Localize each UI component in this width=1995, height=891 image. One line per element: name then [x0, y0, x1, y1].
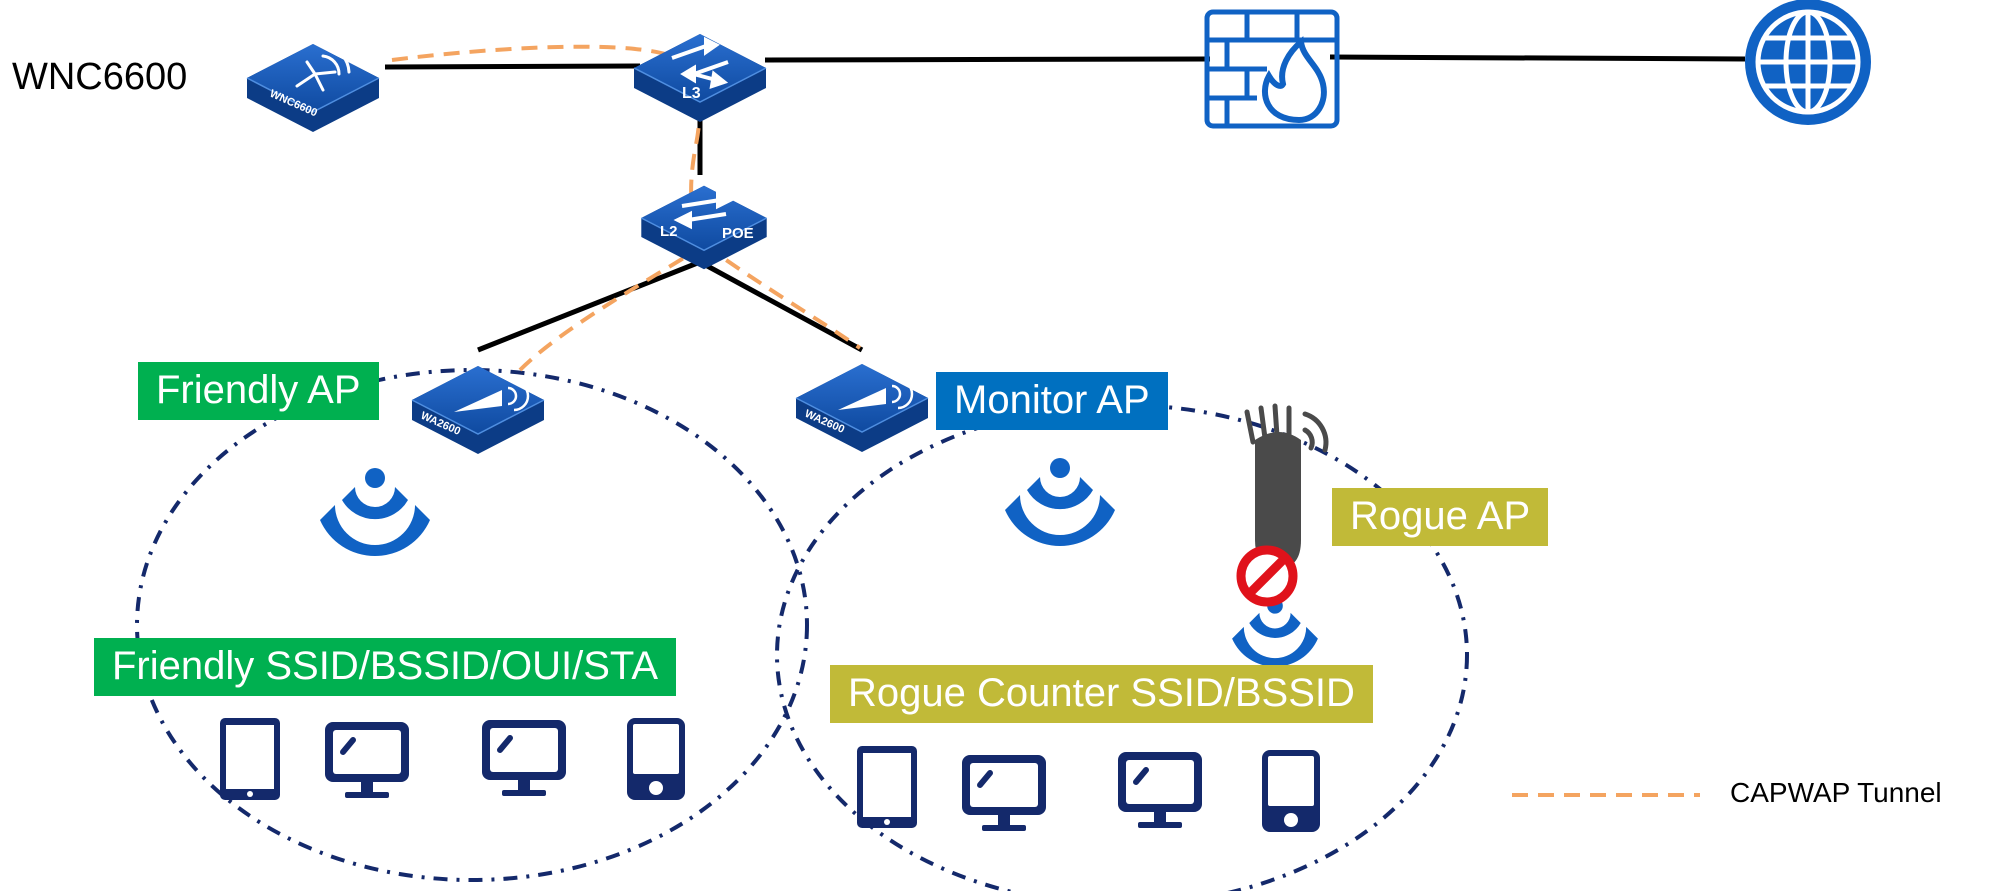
l2-poe-switch-icon: L2 POE	[640, 184, 768, 271]
wifi-signal-icon	[320, 468, 430, 557]
rogue-router-icon	[1244, 403, 1329, 568]
poe-switch-badge-left: L2	[660, 223, 678, 240]
controller-label: WNC6600	[12, 56, 188, 98]
poe-switch-badge-right: POE	[722, 225, 754, 242]
capwap-tunnel-monitor-ap	[703, 243, 862, 350]
l3-switch-icon: L3	[633, 33, 767, 123]
tablet-icon	[220, 718, 280, 800]
monitor-ap-label: Monitor AP	[936, 372, 1168, 430]
legend-capwap-label: CAPWAP Tunnel	[1730, 777, 1942, 808]
monitor-icon	[1118, 752, 1202, 828]
internet-globe-icon	[1745, 0, 1871, 125]
capwap-tunnels	[391, 44, 862, 372]
friendly-coverage-area	[135, 368, 809, 882]
monitor-icon	[482, 720, 566, 796]
friendly-list-label: Friendly SSID/BSSID/OUI/STA	[94, 638, 677, 696]
firewall-internet-link	[1329, 54, 1746, 62]
wifi-signal-icon	[1005, 458, 1115, 547]
smartphone-icon	[1262, 750, 1320, 832]
core-switch-badge: L3	[682, 85, 701, 102]
monitor-icon	[962, 755, 1046, 831]
wireless-controller-icon: WNC6600	[246, 43, 380, 133]
access-point-icon: WA2600	[795, 363, 929, 453]
poe-monitor-ap-link	[698, 259, 864, 353]
block-icon	[1236, 545, 1298, 607]
smartphone-icon	[627, 718, 685, 800]
capwap-tunnel-friendly-ap	[518, 243, 707, 372]
firewall-icon	[1204, 9, 1340, 129]
core-firewall-link	[764, 56, 1211, 63]
access-point-icon: WA2600	[411, 365, 545, 455]
controller-link	[384, 63, 641, 70]
tablet-icon	[857, 746, 917, 828]
rogue-counter-label: Rogue Counter SSID/BSSID	[830, 665, 1373, 723]
wifi-signal-icon	[1232, 598, 1318, 667]
poe-friendly-ap-link	[477, 259, 701, 353]
wired-links	[384, 54, 1746, 353]
monitor-icon	[325, 722, 409, 798]
friendly-ap-label: Friendly AP	[138, 362, 379, 420]
rogue-ap-label: Rogue AP	[1332, 488, 1549, 546]
